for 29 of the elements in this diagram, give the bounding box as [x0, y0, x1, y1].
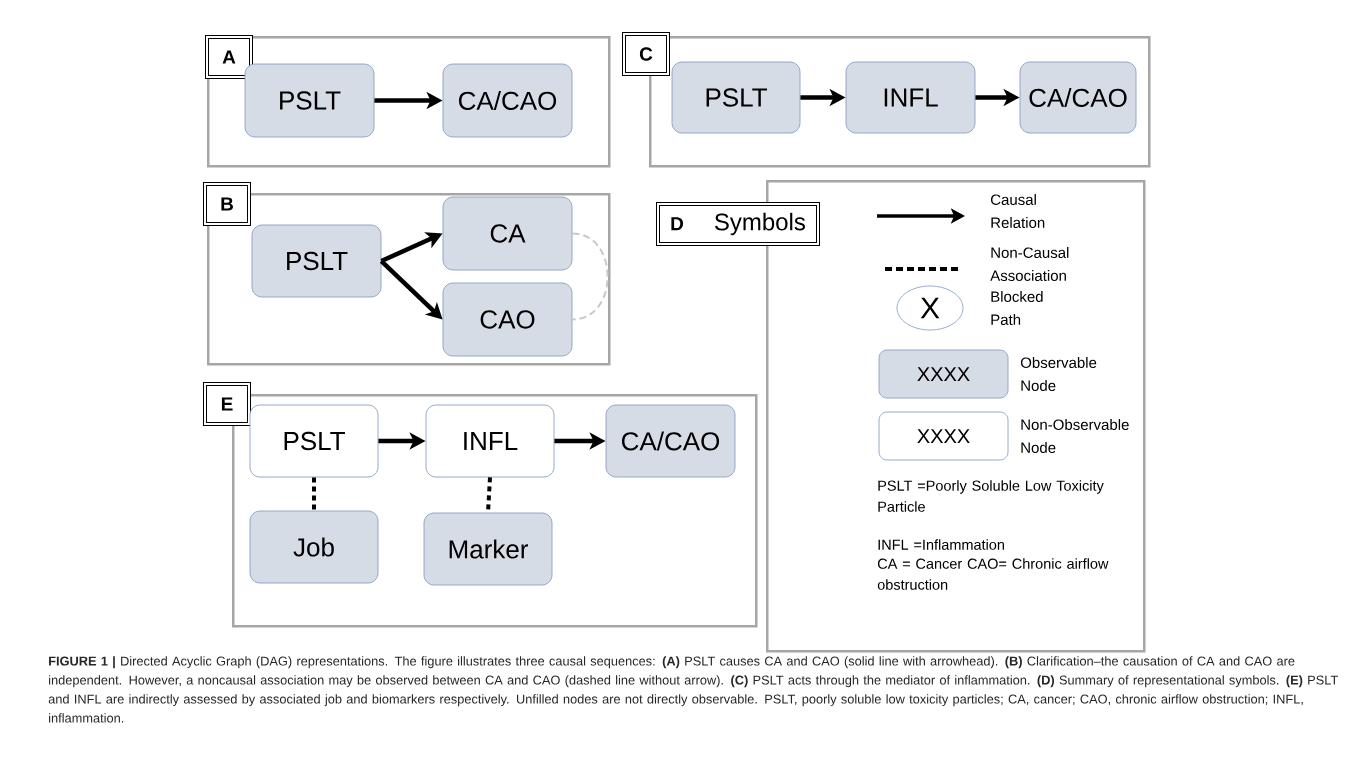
observable-node: PSLT [251, 224, 382, 298]
caption: FIGURE 1 | Directed Acyclic Graph (DAG) representations. The figure illustrates three causal sequences: (A) PSLT causes CA and CAO (solid line with arrowhead). (B) Clarification–the causation of CA and CAO are independent. However, a noncausal association may be observed between CA and CAO (dashed line without arrow). (C) PSLT acts through the mediator of inflammation. (D) Summary of representational symbols. (E) PSLT and INFL are indirectly assessed by associated job and biomarkers respectively. Unfilled nodes are not directly observable. PSLT, poorly soluble low toxicity particles; CA, cancer; CAO, chronic airflow obstruction; INFL, inflammation. [48, 656, 1338, 723]
observable-node: CA/CAO [442, 63, 573, 138]
observable-node: PSLT [671, 61, 801, 134]
observable-node: CAO [442, 282, 573, 357]
dashed-line [571, 232, 609, 321]
panel-label: B [203, 182, 251, 226]
note-text: INFL =Inflammation [878, 539, 1004, 550]
unobservable-node: INFL [425, 404, 555, 478]
observable-node: CA/CAO [1019, 61, 1137, 134]
observable-node: Job [249, 510, 379, 584]
legend-text: Observable Node [1020, 357, 1097, 391]
panel-label: A [205, 35, 253, 79]
observable-node: PSLT [244, 63, 375, 138]
note-text: PSLT =Poorly Soluble Low Toxicity Particle [878, 480, 1104, 512]
legend-text: Non-Causal Association [990, 247, 1069, 281]
observable-node: CA [442, 196, 573, 271]
legend-text: Non-Observable Node [1021, 419, 1129, 453]
legend-text: Blocked Path [991, 291, 1043, 325]
unobservable-node: PSLT [249, 404, 379, 478]
dashed-line [312, 477, 316, 511]
note-text: CA = Cancer CAO= Chronic airflow obstruction [877, 558, 1109, 590]
observable-node: INFL [845, 61, 976, 134]
observable-node: Marker [423, 512, 553, 586]
panel-label: E [203, 382, 251, 426]
panel-label: C [622, 32, 670, 76]
legend-text: Causal Relation [991, 194, 1045, 228]
observable-node: CA/CAO [605, 404, 736, 478]
panel-label: D Symbols [656, 202, 820, 246]
